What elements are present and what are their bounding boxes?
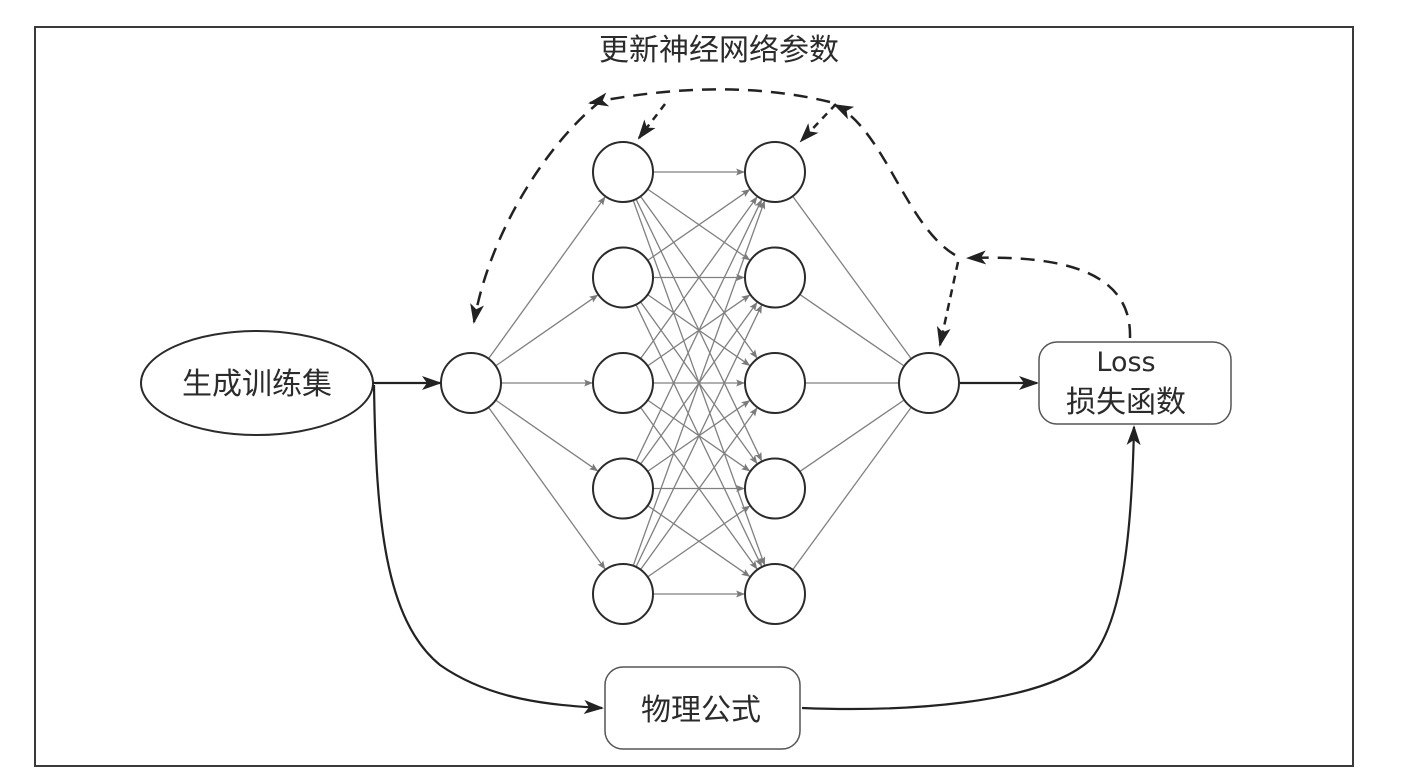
hidden2-node-2[interactable] [744, 246, 806, 309]
output-node[interactable] [898, 352, 960, 414]
physics-formula-node[interactable]: 物理公式 [604, 666, 801, 750]
dashed-top-arc [588, 88, 831, 107]
loss-label-zh: 损失函数 [1066, 385, 1186, 420]
hidden1-node-2[interactable] [592, 246, 654, 309]
physics-label: 物理公式 [641, 693, 761, 728]
loss-label-en: Loss [1096, 347, 1155, 378]
dashed-top-to-hidden1 [637, 103, 666, 140]
update-parameters-title: 更新神经网络参数 [599, 33, 839, 68]
dashed-top-to-hidden2 [799, 103, 837, 143]
edge-l1-4-to-1 [635, 304, 763, 568]
hidden1-node-3[interactable] [592, 352, 654, 414]
edge-l0-0-to-0 [488, 196, 606, 360]
dashed-loss-to-junction [966, 250, 1132, 339]
edge-l1-2-to-0 [640, 196, 758, 360]
edge-l0-0-to-3 [495, 399, 599, 472]
edge-l2-4-to-0 [792, 407, 912, 571]
edge-l0-0-to-4 [488, 406, 606, 570]
diagram-frame [34, 26, 1354, 767]
edge-l2-0-to-0 [792, 195, 912, 359]
loss-function-node[interactable]: Loss 损失函数 [1038, 341, 1232, 425]
hidden1-node-4[interactable] [592, 457, 654, 520]
arrow-physics-to-loss [801, 425, 1141, 711]
edge-l0-0-to-1 [495, 294, 599, 367]
dashed-top-to-input [470, 99, 603, 324]
hidden2-node-5[interactable] [744, 563, 806, 625]
training-set-label: 生成训练集 [182, 367, 332, 402]
edge-l1-4-to-3 [647, 505, 751, 578]
edge-l1-3-to-0 [635, 199, 763, 462]
edge-l1-4-to-2 [640, 407, 758, 571]
edge-l2-1-to-0 [799, 293, 904, 367]
hidden1-node-1[interactable] [592, 141, 654, 203]
hidden2-node-4[interactable] [744, 457, 806, 520]
hidden2-node-3[interactable] [744, 352, 806, 414]
network-nodes [440, 141, 960, 625]
hidden1-node-5[interactable] [592, 563, 654, 625]
hidden2-node-1[interactable] [744, 141, 806, 203]
edge-l1-4-to-0 [632, 200, 766, 566]
dashed-junction-to-top [833, 103, 956, 257]
arrow-training-to-physics [372, 384, 604, 714]
physics-box [604, 666, 801, 750]
edge-l1-1-to-0 [647, 189, 751, 261]
training-set-node[interactable]: 生成训练集 [140, 330, 374, 436]
parameter-update-feedback [470, 88, 1132, 347]
edge-l2-3-to-0 [799, 399, 904, 473]
loss-box [1038, 341, 1232, 425]
input-node[interactable] [440, 352, 502, 414]
dashed-junction-to-output [936, 261, 960, 347]
network-edges [488, 168, 912, 598]
